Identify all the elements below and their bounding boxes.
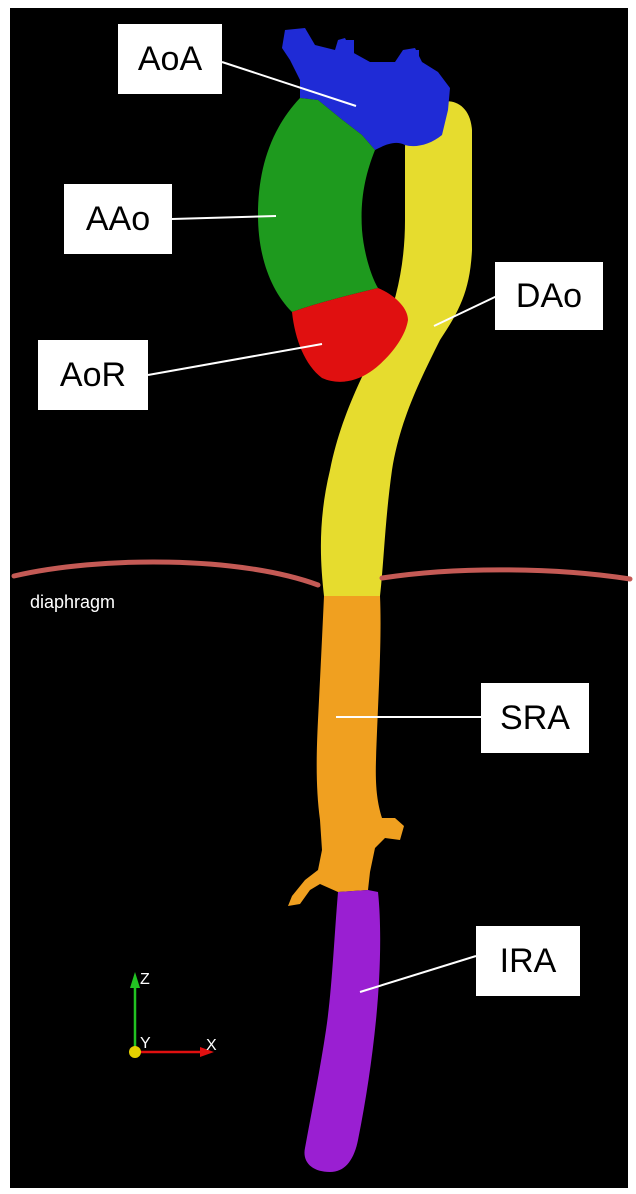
axis-triad: Z Y X: [129, 971, 217, 1058]
label-aao: AAo: [64, 184, 172, 254]
z-axis-label: Z: [140, 971, 150, 988]
label-aoa: AoA: [118, 24, 222, 94]
aortic-branch-2: [403, 50, 419, 70]
diaphragm-label: diaphragm: [30, 592, 115, 613]
suprarenal-aorta-segment: [288, 596, 404, 906]
label-aor: AoR: [38, 340, 148, 410]
label-sra: SRA: [481, 683, 589, 753]
label-ira: IRA: [476, 926, 580, 996]
aor-leader: [148, 344, 322, 375]
y-axis-label: Y: [140, 1035, 151, 1052]
label-dao: DAo: [495, 262, 603, 330]
aortic-branch-1: [342, 40, 354, 60]
infrarenal-aorta-segment: [304, 890, 380, 1172]
x-axis-label: X: [206, 1037, 217, 1054]
z-axis-arrowhead: [130, 972, 140, 988]
